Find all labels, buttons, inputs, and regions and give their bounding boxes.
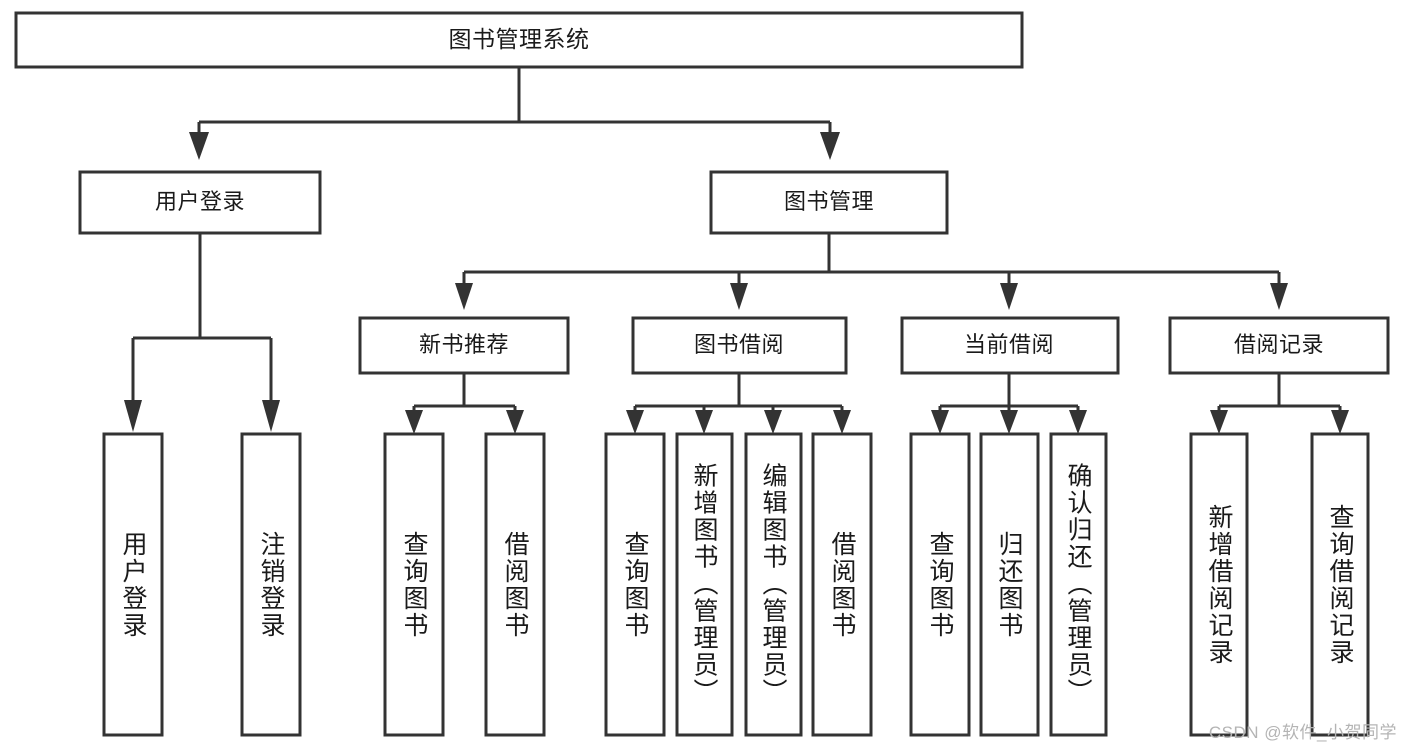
arrow-head-bb-leaf1 xyxy=(626,410,644,434)
leaf-node[interactable]: 编辑图书（管理员） xyxy=(744,432,803,737)
leaf-node[interactable]: 查询图书 xyxy=(909,432,971,737)
arrow-head-borrow-record xyxy=(1270,283,1288,310)
node-root-label: 图书管理系统 xyxy=(449,26,590,52)
node-current-borrow-box[interactable] xyxy=(900,316,1120,375)
node-book-manage-box[interactable] xyxy=(709,170,949,235)
leaf-node[interactable]: 归还图书 xyxy=(979,432,1040,737)
leaf-box-bb-query-book[interactable] xyxy=(604,432,666,737)
leaf-box-bb-borrow-book[interactable] xyxy=(811,432,873,737)
leaf-box-bb-add-book[interactable] xyxy=(675,432,734,737)
leaf-label-bb-query-book: 查询图书 xyxy=(621,531,650,639)
edge-group-root xyxy=(189,67,840,160)
edge-group-borrow-record xyxy=(1210,373,1349,434)
leaf-box-nbr-query-book[interactable] xyxy=(383,432,445,737)
arrow-head-nbr-leaf2 xyxy=(506,410,524,434)
arrow-head-leaf-user-login xyxy=(124,400,142,432)
leaf-box-bb-edit-book[interactable] xyxy=(744,432,803,737)
node-new-book-rec-label: 新书推荐 xyxy=(419,332,509,357)
node-user-login-label: 用户登录 xyxy=(155,189,245,214)
leaf-node[interactable]: 查询借阅记录 xyxy=(1310,432,1370,737)
node-book-borrow[interactable]: 图书借阅 xyxy=(631,316,848,375)
node-user-login[interactable]: 用户登录 xyxy=(78,170,322,235)
arrow-head-cb-leaf3 xyxy=(1069,410,1087,434)
node-book-borrow-label: 图书借阅 xyxy=(694,332,784,357)
arrow-head-leaf-logout xyxy=(262,400,280,432)
arrow-head-book-manage xyxy=(820,132,840,160)
edge-group-user-login xyxy=(124,233,280,432)
leaf-node[interactable]: 新增借阅记录 xyxy=(1189,432,1249,737)
leaf-box-user-login[interactable] xyxy=(102,432,164,737)
arrow-head-bb-leaf4 xyxy=(833,410,851,434)
node-current-borrow[interactable]: 当前借阅 xyxy=(900,316,1120,375)
leaf-label-bb-edit-book: 编辑图书（管理员） xyxy=(759,463,788,706)
leaf-label-nbr-borrow-book: 借阅图书 xyxy=(501,531,530,639)
leaf-box-logout[interactable] xyxy=(240,432,302,737)
arrow-head-br-leaf2 xyxy=(1331,410,1349,434)
arrow-head-user-login xyxy=(189,132,209,160)
node-root[interactable]: 图书管理系统 xyxy=(14,11,1024,69)
leaf-label-bb-borrow-book: 借阅图书 xyxy=(828,531,857,639)
node-borrow-record-label: 借阅记录 xyxy=(1234,332,1324,357)
leaf-node[interactable]: 借阅图书 xyxy=(484,432,546,737)
arrow-head-book-borrow xyxy=(730,283,748,310)
leaf-label-logout: 注销登录 xyxy=(257,531,286,639)
leaf-box-cb-return-book[interactable] xyxy=(979,432,1040,737)
arrow-head-cb-leaf1 xyxy=(931,410,949,434)
leaf-node[interactable]: 确认归还（管理员） xyxy=(1049,432,1108,737)
node-root-box[interactable] xyxy=(14,11,1024,69)
leaf-label-cb-return-book: 归还图书 xyxy=(995,531,1024,639)
leaf-label-cb-confirm-return: 确认归还（管理员） xyxy=(1064,463,1093,706)
leaf-box-cb-confirm-return[interactable] xyxy=(1049,432,1108,737)
arrow-head-bb-leaf3 xyxy=(764,410,782,434)
leaf-label-cb-query-book: 查询图书 xyxy=(926,531,955,639)
leaf-label-bb-add-book: 新增图书（管理员） xyxy=(690,463,719,706)
leaf-label-br-query-record: 查询借阅记录 xyxy=(1326,504,1355,666)
leaf-label-user-login: 用户登录 xyxy=(119,531,148,639)
leaf-node[interactable]: 新增图书（管理员） xyxy=(675,432,734,737)
arrow-head-new-book-rec xyxy=(455,283,473,310)
node-current-borrow-label: 当前借阅 xyxy=(964,332,1054,357)
arrow-head-br-leaf1 xyxy=(1210,410,1228,434)
node-book-manage[interactable]: 图书管理 xyxy=(709,170,949,235)
leaf-node[interactable]: 查询图书 xyxy=(604,432,666,737)
node-book-manage-label: 图书管理 xyxy=(784,189,874,214)
node-book-borrow-box[interactable] xyxy=(631,316,848,375)
leaf-box-cb-query-book[interactable] xyxy=(909,432,971,737)
leaf-node[interactable]: 查询图书 xyxy=(383,432,445,737)
edge-group-book-borrow xyxy=(626,373,851,434)
node-new-book-rec-box[interactable] xyxy=(358,316,570,375)
leaf-node[interactable]: 注销登录 xyxy=(240,432,302,737)
leaf-label-nbr-query-book: 查询图书 xyxy=(400,531,429,639)
edge-group-book-manage xyxy=(455,233,1288,310)
arrow-head-nbr-leaf1 xyxy=(405,410,423,434)
leaf-node[interactable]: 用户登录 xyxy=(102,432,164,737)
leaf-box-nbr-borrow-book[interactable] xyxy=(484,432,546,737)
node-borrow-record-box[interactable] xyxy=(1168,316,1390,375)
arrow-head-bb-leaf2 xyxy=(695,410,713,434)
node-new-book-rec[interactable]: 新书推荐 xyxy=(358,316,570,375)
leaf-node[interactable]: 借阅图书 xyxy=(811,432,873,737)
leaf-box-br-query-record[interactable] xyxy=(1310,432,1370,737)
leaf-label-br-add-record: 新增借阅记录 xyxy=(1205,504,1234,666)
arrow-head-cb-leaf2 xyxy=(1000,410,1018,434)
arrow-head-current-borrow xyxy=(1000,283,1018,310)
edge-group-new-book-rec xyxy=(405,373,524,434)
edge-group-current-borrow xyxy=(931,373,1087,434)
leaf-box-br-add-record[interactable] xyxy=(1189,432,1249,737)
node-borrow-record[interactable]: 借阅记录 xyxy=(1168,316,1390,375)
